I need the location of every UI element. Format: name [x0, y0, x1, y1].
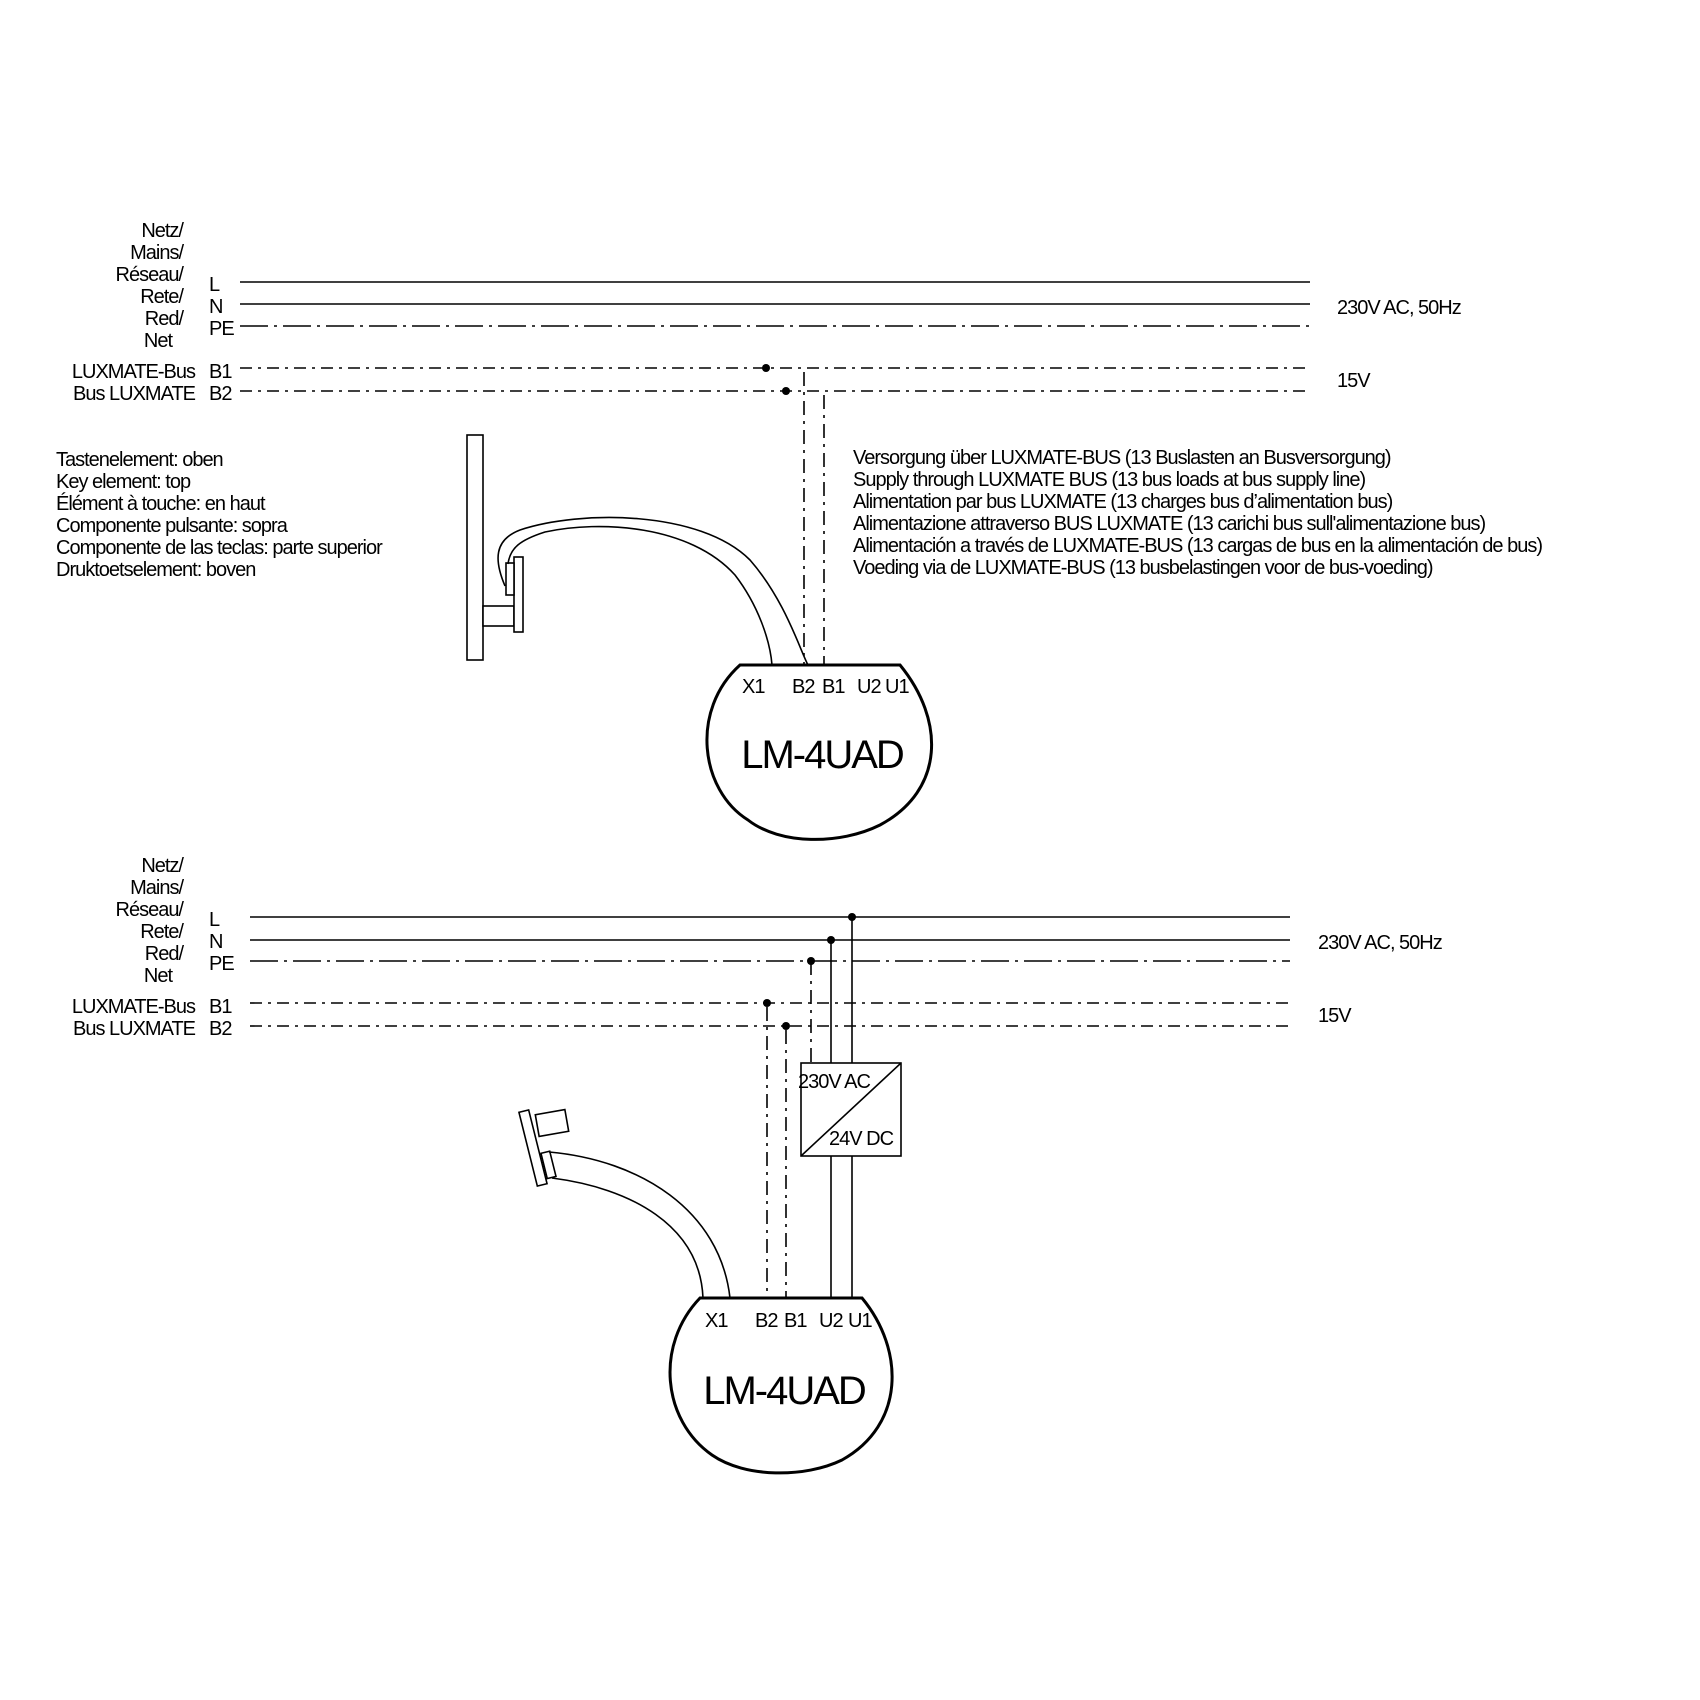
- bus-voltage-label: 15V: [1337, 370, 1371, 392]
- supply-note: Supply through LUXMATE BUS (13 bus loads…: [853, 469, 1365, 491]
- power-supply-input-label: 230V AC: [798, 1071, 871, 1093]
- key-element-note: Druktoetselement: boven: [56, 559, 255, 581]
- button-stem-icon: [534, 1108, 570, 1138]
- mains-label-line: Rete/: [140, 921, 184, 943]
- device-lm-4uad: X1 B2 B1 U2 U1 LM-4UAD: [705, 663, 934, 841]
- terminal-X1: X1: [742, 676, 765, 698]
- supply-note: Alimentation par bus LUXMATE (13 charges…: [853, 491, 1393, 513]
- cable-plug-icon: [540, 1150, 557, 1180]
- mains-label-line: Netz/: [141, 855, 184, 877]
- supply-note: Versorgung über LUXMATE-BUS (13 Buslaste…: [853, 447, 1391, 469]
- conductor-label-PE: PE: [209, 318, 234, 340]
- conductor-label-PE: PE: [209, 953, 234, 975]
- bus-label-line: LUXMATE-Bus: [72, 996, 196, 1018]
- mains-label-line: Netz/: [141, 220, 184, 242]
- key-element-icon: [466, 434, 809, 666]
- mains-label-line: Net: [144, 965, 174, 987]
- wall-plate-icon: [466, 434, 484, 661]
- diagram-bus-supplied: Netz/ Mains/ Réseau/ Rete/ Red/ Net LUXM…: [56, 220, 1543, 841]
- terminal-X1: X1: [705, 1310, 728, 1332]
- junction-dot-B1: [763, 999, 771, 1007]
- cable-inner: [507, 525, 773, 666]
- mains-label-line: Net: [144, 330, 174, 352]
- device-name: LM-4UAD: [703, 1369, 865, 1413]
- device-lm-4uad: X1 B2 B1 U2 U1 LM-4UAD: [668, 1296, 894, 1475]
- cable-outer: [548, 1151, 731, 1299]
- conductor-label-B1: B1: [209, 361, 232, 383]
- terminal-B1: B1: [784, 1310, 807, 1332]
- junction-dot-B1: [762, 364, 770, 372]
- terminal-U1: U1: [885, 676, 909, 698]
- bus-label-line: LUXMATE-Bus: [72, 361, 196, 383]
- button-face-icon: [513, 556, 524, 633]
- mains-label-line: Red/: [145, 943, 185, 965]
- wall-plate-icon: [517, 1108, 549, 1188]
- terminal-U2: U2: [819, 1310, 843, 1332]
- key-element-note: Key element: top: [56, 471, 191, 493]
- key-element-note: Componente de las teclas: parte superior: [56, 537, 383, 559]
- cable-outer: [497, 516, 809, 666]
- diagram-external-supply: Netz/ Mains/ Réseau/ Rete/ Red/ Net LUXM…: [72, 855, 1443, 1475]
- device-body: [705, 663, 934, 841]
- conductor-label-B2: B2: [209, 1018, 232, 1040]
- mains-voltage-label: 230V AC, 50Hz: [1337, 297, 1461, 319]
- cable-inner: [551, 1177, 704, 1299]
- terminal-U2: U2: [857, 676, 881, 698]
- button-stem-icon: [482, 605, 515, 627]
- junction-dot-B2: [782, 387, 790, 395]
- terminal-U1: U1: [848, 1310, 872, 1332]
- conductor-label-L: L: [209, 909, 220, 931]
- supply-note: Alimentación a través de LUXMATE-BUS (13…: [853, 535, 1542, 557]
- mains-label-line: Red/: [145, 308, 185, 330]
- terminal-B2: B2: [792, 676, 815, 698]
- supply-note: Alimentazione attraverso BUS LUXMATE (13…: [853, 513, 1486, 535]
- mains-label-line: Réseau/: [116, 899, 185, 921]
- mains-label-line: Rete/: [140, 286, 184, 308]
- mains-voltage-label: 230V AC, 50Hz: [1318, 932, 1442, 954]
- bus-voltage-label: 15V: [1318, 1005, 1352, 1027]
- conductor-label-N: N: [209, 931, 222, 953]
- conductor-label-B1: B1: [209, 996, 232, 1018]
- device-body: [668, 1296, 894, 1475]
- mains-label-line: Mains/: [130, 242, 184, 264]
- conductor-label-L: L: [209, 274, 220, 296]
- key-element-icon: [517, 1108, 731, 1299]
- mains-label-line: Réseau/: [116, 264, 185, 286]
- power-supply-output-label: 24V DC: [829, 1128, 894, 1150]
- bus-label-line: Bus LUXMATE: [73, 383, 196, 405]
- key-element-note: Élément à touche: en haut: [56, 492, 266, 515]
- terminal-B1: B1: [822, 676, 845, 698]
- conductor-label-N: N: [209, 296, 222, 318]
- converter-diagonal: [800, 1062, 902, 1157]
- power-supply-converter: 230V AC 24V DC: [798, 1062, 902, 1157]
- bus-label-line: Bus LUXMATE: [73, 1018, 196, 1040]
- supply-note: Voeding via de LUXMATE-BUS (13 busbelast…: [853, 557, 1433, 579]
- cable-plug-icon: [505, 562, 515, 596]
- device-name: LM-4UAD: [741, 733, 903, 777]
- mains-label-line: Mains/: [130, 877, 184, 899]
- key-element-note: Tastenelement: oben: [56, 449, 223, 471]
- conductor-label-B2: B2: [209, 383, 232, 405]
- terminal-B2: B2: [755, 1310, 778, 1332]
- key-element-note: Componente pulsante: sopra: [56, 515, 289, 537]
- junction-dot-B2: [782, 1022, 790, 1030]
